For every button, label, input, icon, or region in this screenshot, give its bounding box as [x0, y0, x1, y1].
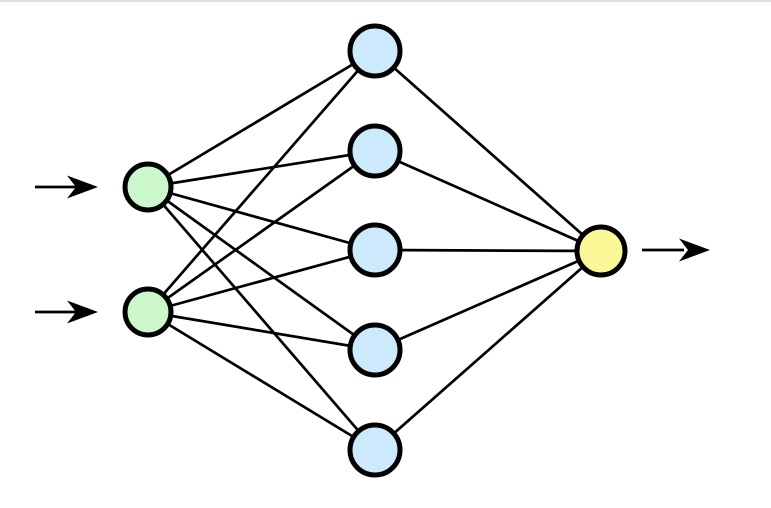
- edge-input-2-hidden-5: [147, 310, 376, 452]
- hidden-node-3: [347, 222, 403, 278]
- input-arrow-1-head: [67, 175, 98, 199]
- edge-hidden-2-output-1: [374, 149, 602, 253]
- hidden-node-5: [347, 422, 403, 478]
- edge-hidden-1-output-1: [374, 49, 602, 253]
- edge-input-2-hidden-1: [146, 50, 377, 313]
- hidden-node-1: [347, 23, 403, 79]
- edge-input-1-hidden-1: [147, 49, 376, 189]
- output-node-1: [574, 224, 628, 278]
- output-arrow-head: [679, 238, 710, 262]
- edge-hidden-3-output-1: [374, 248, 602, 253]
- edge-input-1-hidden-4: [147, 185, 376, 352]
- hidden-node-4: [347, 322, 403, 378]
- edge-hidden-5-output-1: [374, 249, 602, 452]
- input-node-1: [122, 161, 174, 213]
- input-arrow-2-head: [67, 300, 98, 324]
- window-top-edge: [0, 0, 771, 2]
- hidden-node-2: [347, 123, 403, 179]
- edge-input-1-hidden-3: [147, 185, 376, 252]
- edge-input-2-hidden-3: [147, 248, 376, 314]
- edge-input-2-hidden-4: [147, 310, 376, 352]
- edge-input-1-hidden-5: [146, 186, 377, 451]
- input-node-2: [122, 286, 174, 338]
- edge-input-1-hidden-2: [147, 149, 376, 189]
- edge-input-2-hidden-2: [147, 149, 376, 314]
- edge-hidden-4-output-1: [374, 249, 602, 352]
